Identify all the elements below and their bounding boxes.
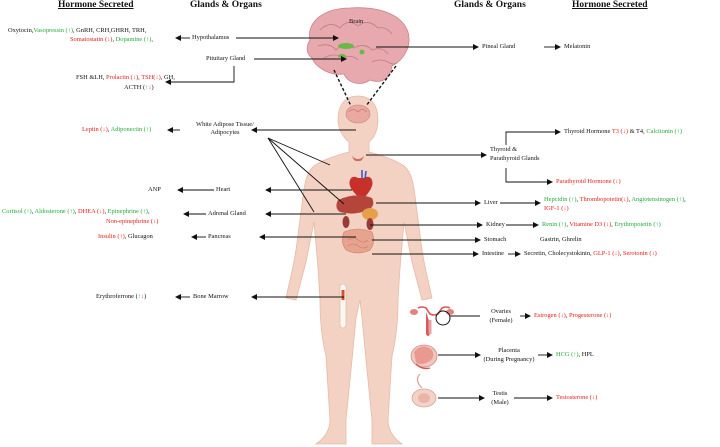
pancreas-label: Pancreas — [208, 233, 231, 240]
thyroid-label-1: Thyroid & — [490, 146, 518, 153]
bone-marrow-hormones: Erythroferrone (↑↓) — [96, 293, 147, 300]
intestine-hormones: Secretin, Cholecystokinin, GLP-1 (↓), Se… — [524, 250, 657, 257]
bone-marrow-icon — [339, 283, 347, 329]
head-brain-icon — [345, 104, 371, 124]
thyroid-hormones: Thyroid Hormone T3 (↓) & T4, Calcitonin … — [564, 128, 683, 135]
adrenal-hormones-line2: Non-epinephrine (↓) — [106, 218, 159, 225]
kidney-left-icon — [342, 216, 350, 228]
ovaries-hormones: Estrogen (↓), Progesterone (↓) — [534, 312, 612, 319]
testis-hormones: Testosterone (↓) — [556, 394, 598, 401]
header-left-hormone: Hormone Secreted — [58, 0, 134, 10]
heart-icon — [349, 170, 373, 200]
adipose-hormones: Leptin (↓), Adiponectin (↑) — [82, 126, 152, 133]
intestine-label: Intestine — [482, 250, 505, 257]
parathyroid-hormones: Parathyroid Hormone (↓) — [556, 178, 621, 185]
testis-icon — [411, 373, 437, 408]
white-adipose-label: White Adipose Tissue/ — [196, 121, 254, 128]
liver-hormones-line1: Hepcidin (↑), Thrombopoietin(↓), Angiote… — [544, 196, 686, 203]
header-right-hormone: Hormone Secreted — [572, 0, 648, 10]
pancreas-hormones: Insulin (↑), Glucagon — [98, 233, 153, 240]
heart-label: Heart — [216, 186, 231, 193]
header-right-glands: Glands & Organs — [454, 0, 526, 10]
pituitary-hormones-line2: ACTH (↑↓) — [124, 84, 154, 91]
intestine-icon — [342, 228, 374, 254]
brain-illustration — [306, 7, 410, 84]
placenta-label-1: Placenta — [498, 347, 520, 354]
human-body-figure — [285, 95, 433, 445]
kidney-hormones: Renin (↑), Vitamine D3 (↓), Erythropoiet… — [542, 221, 661, 228]
pineal-label: Pineal Gland — [482, 43, 516, 50]
ovaries-icon — [410, 306, 454, 336]
stomach-icon — [362, 208, 378, 220]
liver-hormones-line2: IGF-1 (↓) — [544, 205, 569, 212]
thyroid-label-2: Parathyroid Glands — [490, 155, 540, 162]
bone-marrow-label: Bone Marrow — [193, 293, 229, 300]
ovaries-label-1: Ovaries — [491, 308, 511, 315]
placenta-label-2: (During Pregnancy) — [483, 356, 535, 363]
thyroid-icon — [352, 156, 364, 162]
ovaries-label-2: (Female) — [489, 317, 513, 324]
connector-lines — [165, 35, 561, 401]
hypothalamus-hormones-line1: Oxytocin,Vasopressin (↑), GnRH, CRH,GHRH… — [8, 27, 147, 34]
pituitary-hormones-line1: FSH &LH, Prolactin (↓), TSH(↓), GH, — [76, 74, 175, 81]
header-left-glands: Glands & Organs — [190, 0, 262, 10]
adrenal-hormones-line1: Cortisol (↑), Aldosterone (↑), DHEA (↓),… — [2, 208, 150, 215]
hypothalamus-label: Hypothalamus — [192, 34, 230, 41]
zoom-line-left — [333, 69, 352, 107]
stomach-label: Stomach — [484, 236, 507, 243]
heart-hormones: ANP — [148, 186, 161, 193]
testis-label-2: (Male) — [491, 399, 509, 406]
hypothalamus-hormones-line2: Somatostatin (↓), Dopamine (↑), — [70, 36, 153, 43]
liver-icon — [336, 195, 374, 214]
testis-label-1: Testis — [492, 390, 508, 397]
placenta-icon — [410, 344, 438, 370]
liver-label: Liver — [484, 199, 498, 206]
pituitary-label: Pituitary Gland — [206, 55, 246, 62]
adipocytes-label: Adipocytes — [210, 129, 240, 136]
kidney-right-icon — [366, 218, 374, 230]
brain-label: Brain — [349, 18, 364, 25]
adrenal-label: Adrenal Gland — [208, 210, 246, 217]
pineal-hormones: Melatonin — [564, 43, 591, 50]
placenta-hormones: HCG (↑), HPL — [556, 351, 594, 358]
zoom-line-right — [365, 65, 397, 107]
kidney-label: Kidney — [486, 221, 505, 228]
stomach-hormones: Gastrin, Ghrelin — [540, 236, 582, 243]
